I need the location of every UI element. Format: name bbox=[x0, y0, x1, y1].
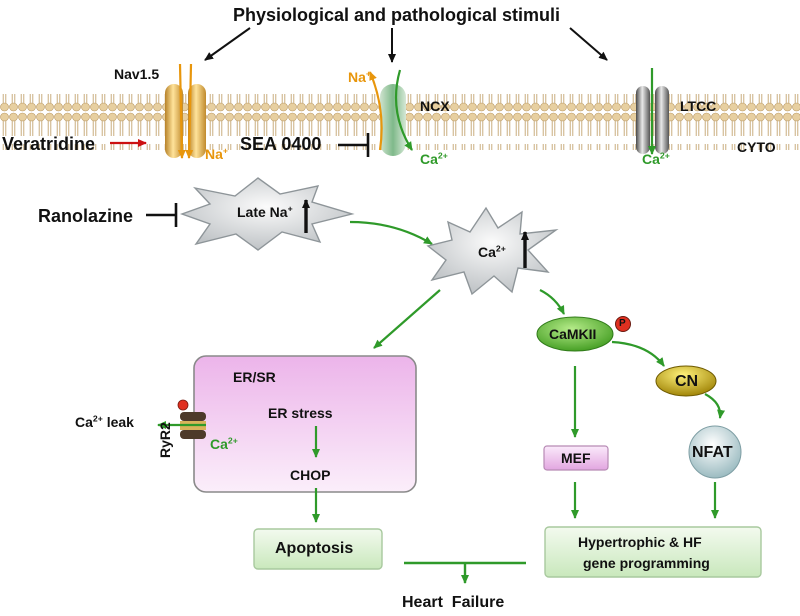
ca-ncx-label: Ca2+ bbox=[420, 150, 448, 167]
na-ncx-label: Na+ bbox=[348, 68, 371, 85]
ca-ltcc-label: Ca2+ bbox=[642, 150, 670, 167]
ca-center-label: Ca2+ bbox=[478, 243, 506, 260]
arrow-latena-to-ca bbox=[349, 220, 433, 245]
sea-label: SEA 0400 bbox=[240, 134, 322, 154]
arrow-camkii-to-cn bbox=[611, 340, 665, 367]
cn-label: CN bbox=[675, 373, 699, 390]
apoptosis-box bbox=[253, 528, 383, 570]
camkii-label: CaMKII bbox=[549, 326, 597, 342]
diagram-title: Physiological and pathological stimuli bbox=[233, 5, 561, 25]
ranolazine-inhibition-icon bbox=[146, 203, 178, 227]
ncx-label: NCX bbox=[420, 98, 450, 114]
gene-programming-box bbox=[544, 526, 762, 578]
ca-starburst bbox=[426, 206, 559, 296]
stimuli-arrow-nav bbox=[204, 27, 251, 61]
mef-label: MEF bbox=[561, 450, 591, 466]
er-sr-label: ER/SR bbox=[233, 369, 276, 385]
camkii-node bbox=[536, 316, 614, 352]
ca-leak-label: Ca2+ leak bbox=[75, 413, 134, 430]
ranolazine-label: Ranolazine bbox=[38, 206, 134, 226]
ltcc-label: LTCC bbox=[680, 98, 717, 114]
ltcc-channel-icon bbox=[636, 68, 669, 155]
heart-failure-convergence bbox=[404, 561, 526, 584]
stimuli-arrow-ltcc bbox=[569, 27, 608, 61]
nfat-node bbox=[688, 425, 742, 479]
arrow-ca-to-er bbox=[373, 289, 441, 349]
ryr2-channel-icon bbox=[157, 399, 206, 439]
nfat-label: NFAT bbox=[692, 444, 733, 461]
phospho-label: P bbox=[619, 318, 626, 329]
apoptosis-label: Apoptosis bbox=[275, 540, 354, 557]
gene-programming-line2: gene programming bbox=[583, 555, 710, 571]
arrow-cn-to-nfat bbox=[704, 393, 726, 419]
late-na-starburst bbox=[179, 177, 355, 251]
cyto-label: CYTO bbox=[737, 139, 776, 155]
arrow-ca-to-camkii bbox=[539, 289, 565, 315]
phospho-badge bbox=[615, 316, 631, 332]
mef-box bbox=[543, 445, 609, 471]
na-nav-label: Na+ bbox=[205, 145, 228, 162]
heart-failure-label: Heart Failure bbox=[402, 594, 505, 611]
veratridine-label: Veratridine bbox=[2, 134, 96, 154]
ryr2-label: RyR2 bbox=[157, 422, 173, 458]
ncx-exchanger-icon bbox=[368, 69, 413, 156]
nav15-channel-icon bbox=[165, 63, 206, 159]
cn-node bbox=[655, 365, 717, 397]
chop-label: CHOP bbox=[290, 467, 331, 483]
sea-inhibition-icon bbox=[338, 133, 370, 157]
late-na-label: Late Na+ bbox=[237, 203, 293, 220]
gene-programming-line1: Hypertrophic & HF bbox=[578, 534, 702, 550]
nav15-label: Nav1.5 bbox=[114, 66, 160, 82]
er-stress-label: ER stress bbox=[268, 405, 333, 421]
ca-ryr-label: Ca2+ bbox=[210, 435, 238, 452]
